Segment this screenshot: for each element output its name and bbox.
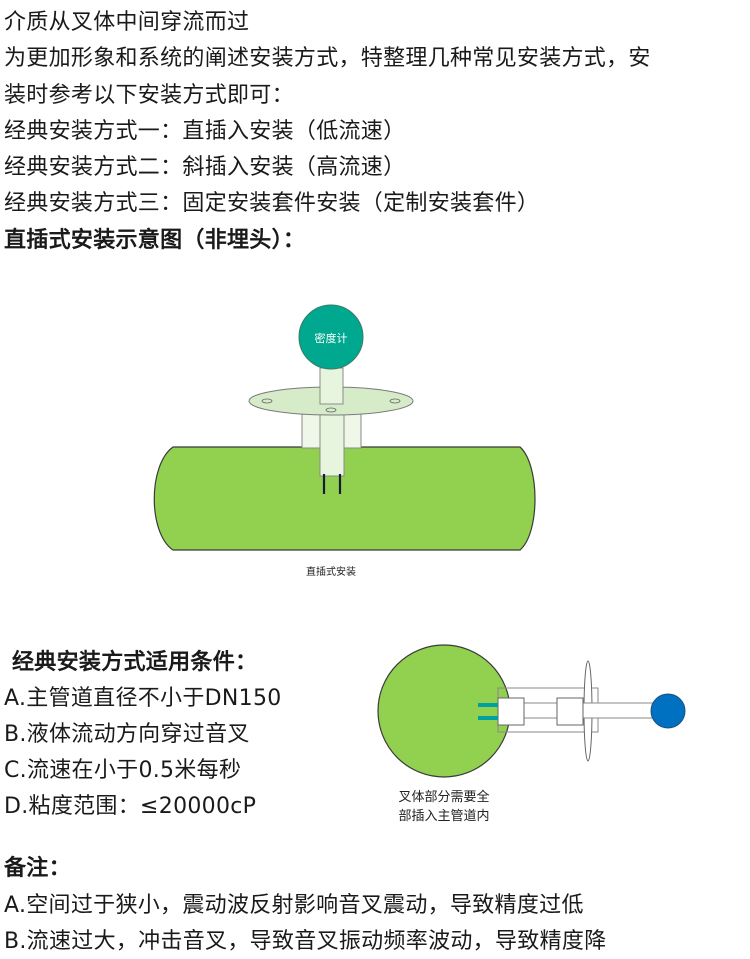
coupling-block-outer xyxy=(556,697,584,726)
flange-bolt-hole-left xyxy=(261,398,273,404)
side-fork-tine-top xyxy=(478,703,498,707)
condition-a: A.主管道直径不小于DN150 xyxy=(4,686,282,711)
conditions-title: 经典安装方式适用条件： xyxy=(12,650,258,675)
coupling-block-inner xyxy=(497,697,525,726)
probe-head xyxy=(650,693,686,729)
side-probe-stem xyxy=(521,702,655,719)
note-a: A.空间过于狭小，震动波反射影响音叉震动，导致精度过低 xyxy=(4,893,584,918)
condition-b: B.液体流动方向穿过音叉 xyxy=(4,722,250,747)
diagram-1-caption: 直插式安装 xyxy=(306,565,356,578)
diagram-2-caption-line-1: 叉体部分需要全 xyxy=(398,789,489,805)
density-meter-head xyxy=(298,304,364,370)
intro-line-2: 为更加形象和系统的阐述安装方式，特整理几种常见安装方式，安 xyxy=(4,46,651,71)
method-1: 经典安装方式一：直插入安装（低流速） xyxy=(4,119,406,144)
main-pipe xyxy=(153,446,536,551)
probe-stem xyxy=(319,411,345,477)
condition-d: D.粘度范围：≤20000cP xyxy=(4,794,257,819)
flange-bolt-hole-front xyxy=(325,407,337,413)
method-3: 经典安装方式三：固定安装套件安装（定制安装套件） xyxy=(4,191,540,216)
notes-title: 备注： xyxy=(4,856,71,881)
condition-c: C.流速在小于0.5米每秒 xyxy=(4,758,242,783)
density-meter-label: 密度计 xyxy=(315,331,348,345)
note-b: B.流速过大，冲击音叉，导致音叉振动频率波动，导致精度降 xyxy=(4,929,607,954)
flange-bolt-hole-right xyxy=(389,398,401,404)
intro-line-3: 装时参考以下安装方式即可： xyxy=(4,83,294,108)
pipe-cross-section xyxy=(377,644,511,778)
side-fork-tine-bottom xyxy=(478,716,498,720)
diagram-2-caption-line-2: 部插入主管道内 xyxy=(398,808,489,824)
intro-line-1: 介质从叉体中间穿流而过 xyxy=(4,10,250,35)
method-2: 经典安装方式二：斜插入安装（高流速） xyxy=(4,155,406,180)
diagram-title: 直插式安装示意图（非埋头）： xyxy=(4,228,306,253)
